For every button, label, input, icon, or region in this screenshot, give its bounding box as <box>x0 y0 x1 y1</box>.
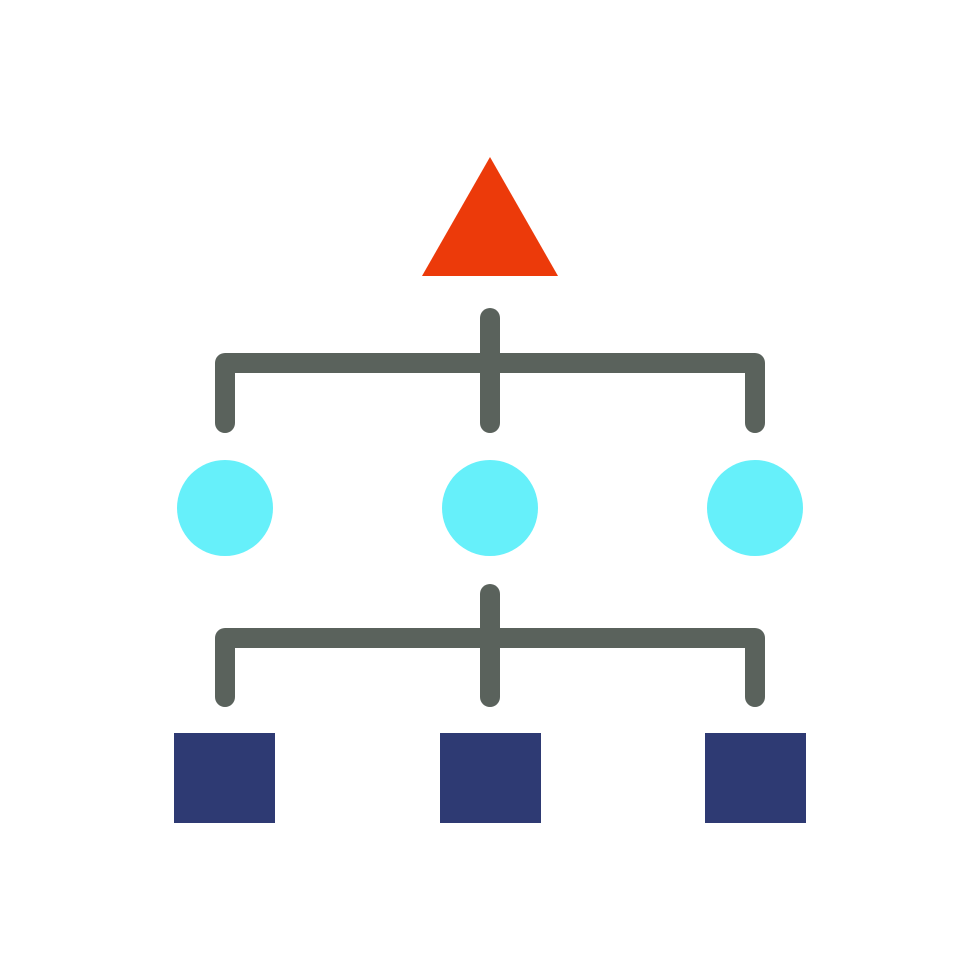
level2-circle-node-left <box>177 460 273 556</box>
root-triangle-node <box>422 157 558 276</box>
level3-square-node-right <box>705 733 806 823</box>
level2-circle-node-right <box>707 460 803 556</box>
level3-square-node-center <box>440 733 541 823</box>
level2-circle-node-center <box>442 460 538 556</box>
connector-lower <box>215 584 765 707</box>
connector-upper <box>215 308 765 433</box>
level3-square-node-left <box>174 733 275 823</box>
